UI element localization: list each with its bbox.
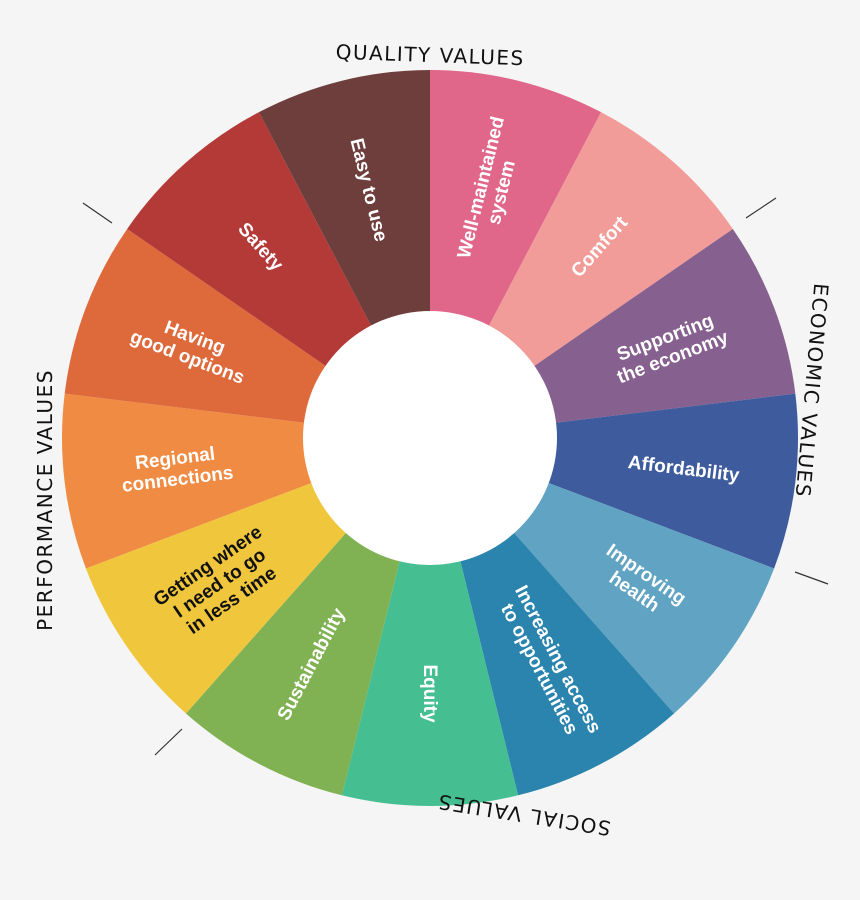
- segment-equity: [341, 438, 519, 807]
- group-divider: [82, 202, 113, 224]
- segment-label-line: Equity: [419, 664, 440, 722]
- group-divider: [794, 571, 829, 585]
- group-label-economic-values: ECONOMIC VALUES: [791, 282, 834, 499]
- wheel-hub: [303, 311, 557, 565]
- group-divider: [745, 197, 777, 219]
- group-dividers: [82, 197, 829, 756]
- group-label-quality-values: QUALITY VALUES: [335, 40, 525, 71]
- segment-label-equity: Equity: [419, 664, 440, 722]
- group-label-performance-values: PERFORMANCE VALUES: [33, 369, 57, 631]
- group-label-social-values: SOCIAL VALUES: [436, 789, 613, 840]
- group-divider: [154, 728, 183, 756]
